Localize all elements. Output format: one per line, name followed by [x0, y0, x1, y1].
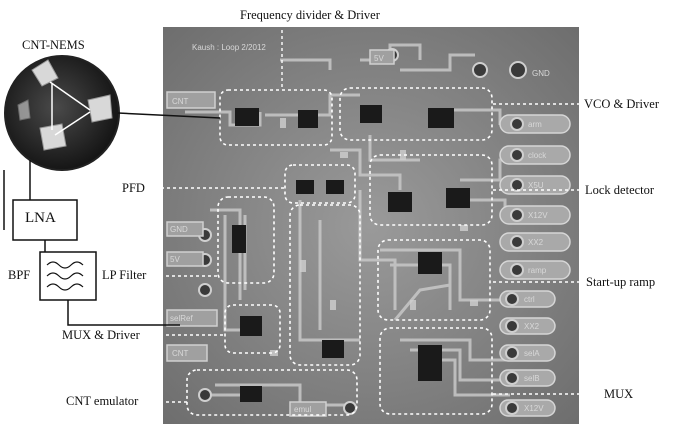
board-label-cnt-in: CNT [172, 97, 189, 106]
board-label-arm: arm [528, 120, 542, 129]
label-pfd: PFD [122, 181, 145, 196]
label-mux: MUX [604, 387, 633, 402]
label-startup-ramp: Start-up ramp [586, 275, 655, 290]
board-label-5v-top: 5V [374, 54, 384, 63]
board-label-x5u: X5U [528, 181, 544, 190]
label-bpf: BPF [8, 268, 30, 283]
board-label-clock: clock [528, 151, 547, 160]
label-vco-driver: VCO & Driver [584, 97, 659, 112]
label-lock-detector: Lock detector [585, 183, 654, 198]
board-label-selb: selB [524, 374, 540, 383]
board-label-x12v-b: X12V [524, 404, 544, 413]
label-lna: LNA [25, 210, 56, 227]
bpf-box [40, 252, 96, 300]
label-cnt-emulator: CNT emulator [66, 394, 138, 409]
board-label-gnd-right: GND [532, 69, 550, 78]
board-label-selref: selRef [170, 314, 193, 323]
board-label-sela: selA [524, 349, 540, 358]
label-frequency-divider: Frequency divider & Driver [240, 8, 380, 23]
board-label-gnd-left: GND [170, 225, 188, 234]
label-mux-driver: MUX & Driver [62, 328, 140, 343]
board-label-emul: emul [294, 405, 312, 414]
label-lp-filter: LP Filter [102, 268, 146, 283]
board-label-xx2b: XX2 [524, 322, 540, 331]
board-label-ramp: ramp [528, 266, 547, 275]
board-label-ctrl: ctrl [524, 295, 535, 304]
board-label-top-left: Kaush : Loop 2/2012 [192, 43, 266, 52]
board-label-5v-left: 5V [170, 255, 180, 264]
label-cnt-nems: CNT-NEMS [22, 38, 85, 53]
board-label-x12v: X12V [528, 211, 548, 220]
board-label-cnt-out: CNT [172, 349, 189, 358]
board-label-xx2: XX2 [528, 238, 544, 247]
